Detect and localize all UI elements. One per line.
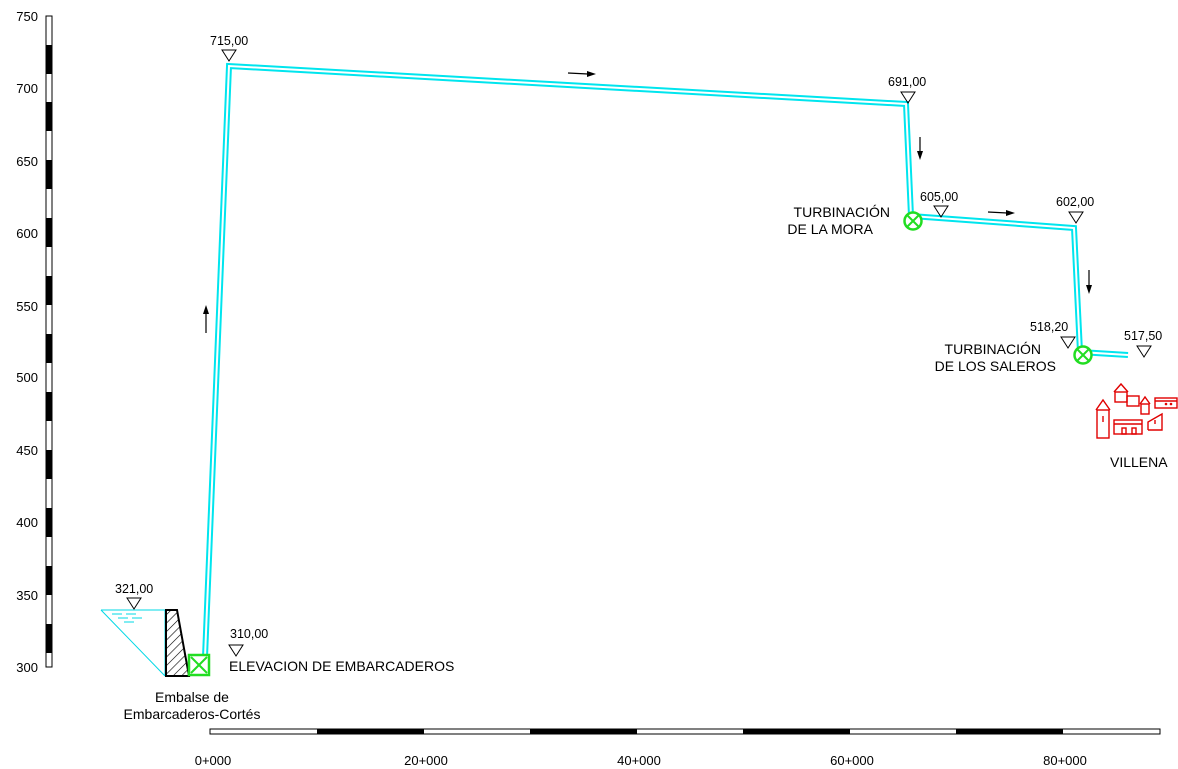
dam	[165, 609, 191, 677]
turbine-saleros-label-line1: TURBINACIÓN	[945, 341, 1041, 357]
elevation-marker-icon	[1136, 345, 1152, 358]
y-tick-label: 400	[16, 515, 38, 530]
elevation-labels: 321,00 310,00 715,00 691,00 605,00 602,0…	[115, 34, 1162, 641]
y-tick-label: 650	[16, 154, 38, 169]
elevation-marker-icon	[126, 597, 142, 610]
elevation-marker-icon	[933, 205, 949, 218]
flow-arrow-down-icon	[1086, 270, 1092, 294]
flow-arrow-up-icon	[203, 305, 209, 333]
pump-station-icon	[187, 653, 211, 677]
x-tick-label: 60+000	[830, 753, 874, 768]
elevation-markers	[126, 49, 1152, 657]
pump-station-label: ELEVACION DE EMBARCADEROS	[229, 658, 454, 674]
elevation-end: 517,50	[1124, 329, 1162, 343]
y-axis	[45, 15, 53, 668]
x-tick-label: 80+000	[1043, 753, 1087, 768]
x-tick-labels: 0+000 20+000 40+000 60+000 80+000	[195, 753, 1087, 768]
reservoir	[100, 609, 166, 677]
flow-arrow-right-icon	[567, 71, 596, 77]
flow-arrow-right-icon	[987, 210, 1015, 216]
elevation-peak: 715,00	[210, 34, 248, 48]
elevation-reservoir: 321,00	[115, 582, 153, 596]
y-tick-label: 350	[16, 588, 38, 603]
y-tick-label: 300	[16, 660, 38, 675]
turbine-mora-label-line1: TURBINACIÓN	[794, 204, 890, 220]
y-tick-label: 600	[16, 226, 38, 241]
y-tick-label: 700	[16, 81, 38, 96]
turbine-mora-icon	[903, 211, 923, 231]
flow-arrows	[203, 71, 1092, 333]
elevation-marker-icon	[900, 91, 916, 104]
x-axis	[209, 728, 1161, 735]
elevation-top-right: 691,00	[888, 75, 926, 89]
elevation-mora: 605,00	[920, 190, 958, 204]
x-tick-label: 0+000	[195, 753, 232, 768]
y-tick-label: 500	[16, 370, 38, 385]
reservoir-label-line1: Embalse de	[155, 689, 229, 705]
elevation-marker-icon	[221, 49, 237, 62]
elevation-step: 602,00	[1056, 195, 1094, 209]
y-tick-label: 450	[16, 443, 38, 458]
elevation-pump-base: 310,00	[230, 627, 268, 641]
elevation-marker-icon	[1060, 336, 1076, 349]
flow-arrow-down-icon	[917, 137, 923, 160]
town-icon	[1095, 382, 1178, 439]
elevation-marker-icon	[228, 644, 244, 657]
elevation-saleros: 518,20	[1030, 320, 1068, 334]
turbine-saleros-label-line2: DE LOS SALEROS	[935, 358, 1056, 374]
town-label: VILLENA	[1110, 454, 1168, 470]
y-tick-label: 750	[16, 9, 38, 24]
x-tick-label: 20+000	[404, 753, 448, 768]
y-tick-label: 550	[16, 299, 38, 314]
reservoir-label-line2: Embarcaderos-Cortés	[124, 706, 261, 722]
turbine-saleros-icon	[1073, 345, 1093, 365]
turbine-mora-label-line2: DE LA MORA	[787, 221, 873, 237]
x-tick-label: 40+000	[617, 753, 661, 768]
elevation-marker-icon	[1068, 211, 1084, 224]
y-tick-labels: 750 700 650 600 550 500 450 400 350 300	[16, 9, 38, 675]
